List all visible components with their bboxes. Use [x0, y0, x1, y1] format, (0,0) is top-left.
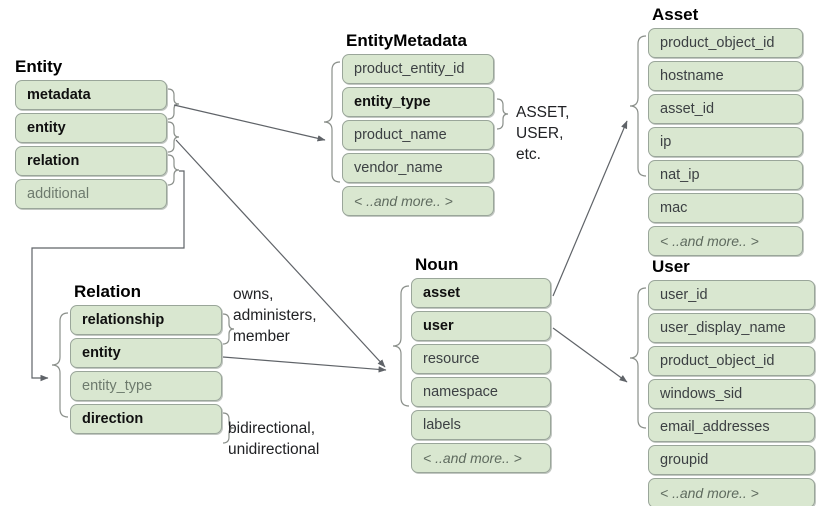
brace-asset-left	[629, 35, 647, 177]
row-entitymetadata-product-entity-id[interactable]: product_entity_id	[342, 54, 494, 84]
row-user-email-addresses[interactable]: email_addresses	[648, 412, 815, 442]
brace-relation-left	[51, 312, 69, 418]
row-entity-entity[interactable]: entity	[15, 113, 167, 143]
row-entitymetadata-entity-type[interactable]: entity_type	[342, 87, 494, 117]
group-user-title: User	[652, 257, 690, 276]
annotation-entity-type-values: ASSET, USER, etc.	[516, 104, 570, 163]
group-entity: Entity metadata entity relation addition…	[15, 57, 167, 212]
row-entity-metadata[interactable]: metadata	[15, 80, 167, 110]
row-entitymetadata-and-more[interactable]: < ..and more.. >	[342, 186, 494, 216]
row-noun-and-more[interactable]: < ..and more.. >	[411, 443, 551, 473]
group-relation-rows: relationship entity entity_type directio…	[70, 305, 222, 434]
annotation-relationship-values: owns, administers, member	[233, 286, 317, 345]
brace-user-left	[629, 287, 647, 429]
group-asset: Asset product_object_id hostname asset_i…	[648, 5, 803, 259]
brace-entity-entity	[167, 121, 180, 153]
row-relation-entity-type[interactable]: entity_type	[70, 371, 222, 401]
row-asset-mac[interactable]: mac	[648, 193, 803, 223]
row-noun-labels[interactable]: labels	[411, 410, 551, 440]
row-asset-ip[interactable]: ip	[648, 127, 803, 157]
connector-entity-metadata-to-entitymetadata	[173, 104, 326, 142]
row-user-product-object-id[interactable]: product_object_id	[648, 346, 815, 376]
brace-entity-metadata	[167, 88, 180, 120]
row-noun-namespace[interactable]: namespace	[411, 377, 551, 407]
group-noun-title: Noun	[415, 255, 459, 274]
row-user-and-more[interactable]: < ..and more.. >	[648, 478, 815, 506]
row-user-user-id[interactable]: user_id	[648, 280, 815, 310]
row-asset-product-object-id[interactable]: product_object_id	[648, 28, 803, 58]
connector-relation-entity-to-noun	[222, 356, 387, 373]
row-relation-relationship[interactable]: relationship	[70, 305, 222, 335]
group-user-rows: user_id user_display_name product_object…	[648, 280, 815, 506]
row-relation-entity[interactable]: entity	[70, 338, 222, 368]
group-entity-rows: metadata entity relation additional	[15, 80, 167, 209]
brace-entitymetadata-left	[323, 61, 341, 183]
row-user-user-display-name[interactable]: user_display_name	[648, 313, 815, 343]
group-entitymetadata: EntityMetadata product_entity_id entity_…	[342, 31, 494, 219]
row-asset-asset-id[interactable]: asset_id	[648, 94, 803, 124]
connector-noun-user-to-user	[552, 327, 628, 383]
row-asset-hostname[interactable]: hostname	[648, 61, 803, 91]
brace-entity-relation	[167, 154, 180, 186]
row-entity-relation[interactable]: relation	[15, 146, 167, 176]
group-noun-rows: asset user resource namespace labels < .…	[411, 278, 551, 473]
row-noun-user[interactable]: user	[411, 311, 551, 341]
row-entitymetadata-product-name[interactable]: product_name	[342, 120, 494, 150]
group-user: User user_id user_display_name product_o…	[648, 257, 815, 506]
row-user-groupid[interactable]: groupid	[648, 445, 815, 475]
row-asset-and-more[interactable]: < ..and more.. >	[648, 226, 803, 256]
group-relation: Relation relationship entity entity_type…	[70, 282, 222, 437]
row-asset-nat-ip[interactable]: nat_ip	[648, 160, 803, 190]
group-asset-rows: product_object_id hostname asset_id ip n…	[648, 28, 803, 256]
row-entity-additional[interactable]: additional	[15, 179, 167, 209]
group-relation-title: Relation	[74, 282, 142, 301]
annotation-direction-values: bidirectional, unidirectional	[228, 420, 320, 458]
group-entitymetadata-title: EntityMetadata	[346, 31, 467, 50]
brace-entitymetadata-entity-type	[496, 98, 509, 130]
row-noun-resource[interactable]: resource	[411, 344, 551, 374]
row-noun-asset[interactable]: asset	[411, 278, 551, 308]
row-entitymetadata-vendor-name[interactable]: vendor_name	[342, 153, 494, 183]
row-user-windows-sid[interactable]: windows_sid	[648, 379, 815, 409]
group-asset-title: Asset	[652, 5, 699, 24]
group-entity-title: Entity	[15, 57, 63, 76]
row-relation-direction[interactable]: direction	[70, 404, 222, 434]
group-entitymetadata-rows: product_entity_id entity_type product_na…	[342, 54, 494, 216]
brace-noun-left	[392, 285, 410, 407]
group-noun: Noun asset user resource namespace label…	[411, 255, 551, 476]
